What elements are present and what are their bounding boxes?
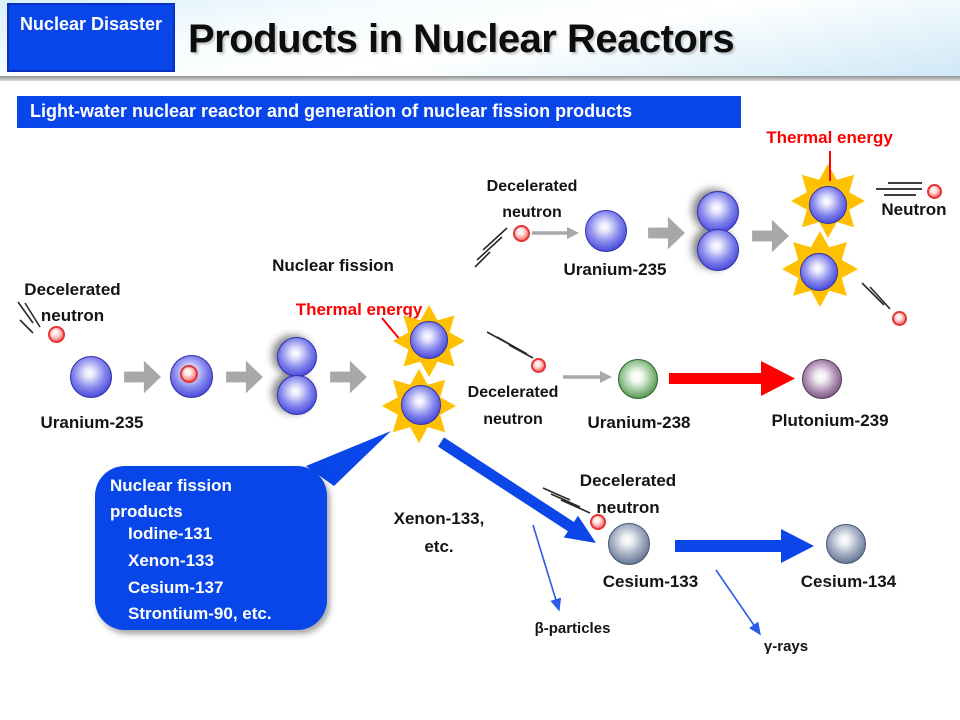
cesium-134-sphere — [826, 524, 866, 564]
block-arrow-icon — [226, 360, 263, 394]
bubble-item: Strontium-90, etc. — [128, 604, 272, 623]
blue-arrow-icon — [438, 437, 596, 543]
nucleus-sphere — [697, 191, 739, 233]
beta-particles-label: β-particles — [534, 620, 611, 637]
decelerated-neutron-label-top: Decelerated neutron — [462, 174, 602, 226]
decelerated-neutron-label-main: Decelerated neutron — [5, 277, 140, 329]
cesium-133-sphere — [608, 523, 650, 565]
absorbed-neutron-icon — [180, 365, 198, 383]
uranium-235-sphere — [585, 210, 627, 252]
fission-products-bubble — [95, 466, 327, 630]
block-arrow-icon — [124, 360, 161, 394]
header-divider — [0, 76, 960, 81]
cesium-133-label: Cesium-133 — [602, 572, 699, 591]
decelerated-neutron-label-u238: Decelerated neutron — [452, 379, 574, 433]
plutonium-239-sphere — [802, 359, 842, 399]
motion-lines-icon — [17, 301, 41, 334]
decelerated-neutron-label-cesium: Decelerated neutron — [552, 467, 704, 521]
nucleus-sphere — [277, 337, 317, 377]
motion-lines-icon — [861, 282, 891, 310]
gamma-rays-label: γ-rays — [763, 638, 809, 655]
neutron-icon — [513, 225, 530, 242]
label-line: etc. — [424, 537, 454, 556]
label-line: neutron — [483, 411, 543, 428]
neutron-icon — [892, 311, 907, 326]
fission-fragment-sphere — [800, 253, 838, 291]
label-line: Decelerated — [579, 471, 677, 490]
block-arrow-icon — [330, 360, 367, 394]
nuclear-disaster-badge: Nuclear Disaster — [7, 3, 175, 72]
uranium-235-sphere — [70, 356, 112, 398]
fission-fragment-sphere — [809, 186, 847, 224]
neutron-icon — [590, 514, 606, 530]
label-line: neutron — [596, 498, 660, 517]
xenon-etc-label: Xenon-133, etc. — [380, 505, 498, 561]
red-arrow-icon — [669, 361, 795, 396]
motion-lines-icon — [486, 331, 534, 359]
nucleus-sphere — [277, 375, 317, 415]
bubble-title-line2: products — [110, 502, 183, 521]
bubble-item: Cesium-137 — [128, 578, 224, 597]
uranium-235-label-main: Uranium-235 — [40, 413, 144, 432]
label-line: Decelerated — [467, 384, 559, 401]
label-line: Decelerated — [24, 280, 121, 299]
block-arrow-icon — [752, 219, 789, 253]
fission-fragment-sphere — [410, 321, 448, 359]
cesium-134-label: Cesium-134 — [800, 572, 897, 591]
plutonium-239-label: Plutonium-239 — [771, 411, 889, 430]
label-line: Xenon-133, — [393, 509, 485, 528]
thermal-energy-pointer-line — [829, 151, 831, 181]
section-banner: Light-water nuclear reactor and generati… — [17, 96, 741, 128]
motion-lines-icon — [876, 182, 922, 196]
neutron-icon — [531, 358, 546, 373]
gamma-emission-arrow — [715, 569, 761, 636]
bubble-item: Xenon-133 — [128, 551, 214, 570]
nuclear-fission-label: Nuclear fission — [272, 256, 394, 275]
uranium-235-label-top: Uranium-235 — [563, 260, 667, 279]
page-title: Products in Nuclear Reactors — [188, 17, 735, 61]
label-line: neutron — [502, 204, 562, 221]
fission-fragment-sphere — [401, 385, 441, 425]
motion-lines-icon — [474, 227, 508, 268]
motion-lines-icon — [542, 487, 591, 514]
arrow-icon — [532, 227, 579, 239]
beta-emission-arrow — [532, 524, 562, 612]
uranium-238-label: Uranium-238 — [587, 413, 691, 432]
arrow-icon — [563, 371, 612, 383]
uranium-238-sphere — [618, 359, 658, 399]
label-line: Decelerated — [486, 178, 578, 195]
badge-line1: Nuclear — [19, 14, 86, 34]
bubble-item: Iodine-131 — [128, 524, 213, 543]
neutron-icon — [48, 326, 65, 343]
label-line: neutron — [40, 306, 105, 325]
thermal-energy-label-main: Thermal energy — [295, 300, 423, 319]
bubble-title-line1: Nuclear fission — [110, 476, 232, 495]
bubble-tail — [306, 431, 391, 486]
neutron-icon — [927, 184, 942, 199]
block-arrow-icon — [648, 216, 685, 250]
nucleus-sphere — [697, 229, 739, 271]
neutron-label: Neutron — [881, 200, 947, 219]
blue-arrow-icon — [675, 529, 814, 563]
thermal-energy-label-top: Thermal energy — [766, 128, 893, 147]
badge-line2: Disaster — [91, 14, 163, 34]
